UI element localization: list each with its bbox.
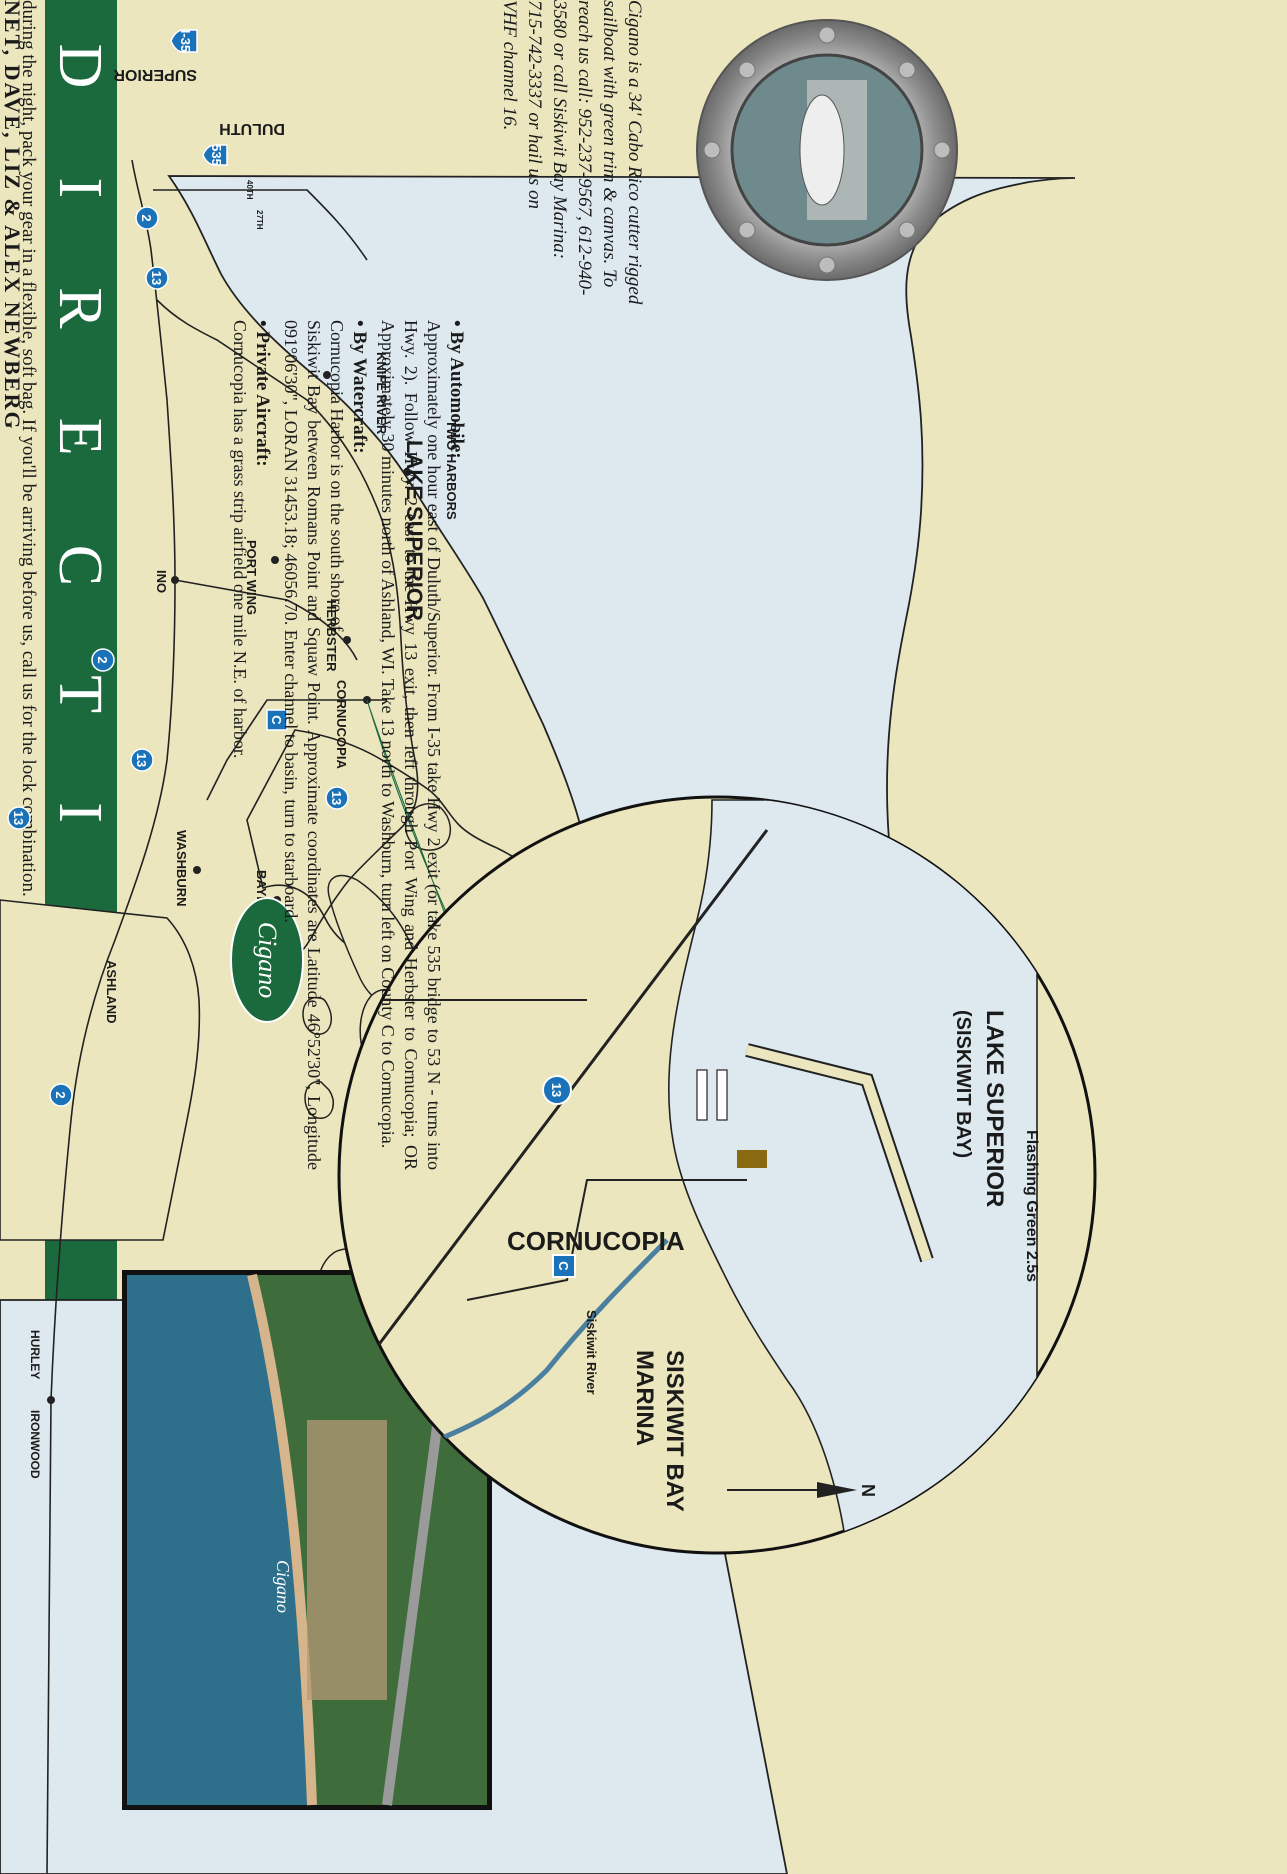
inset-river-label: Siskiwit River: [584, 1310, 599, 1395]
svg-text:13: 13: [329, 791, 344, 805]
svg-text:13: 13: [149, 271, 164, 285]
us2-shield-east: 2: [49, 1083, 73, 1107]
port-wing-label: PORT WING: [244, 540, 259, 615]
inset-lake-label: LAKE SUPERIOR: [981, 1010, 1008, 1207]
i535-shield: 535: [202, 144, 228, 166]
inset-town-label: CORNUCOPIA: [507, 1226, 685, 1256]
street-40th-label: 40TH: [245, 180, 254, 200]
north-label: N: [858, 1484, 878, 1497]
svg-text:I-35: I-35: [178, 30, 193, 52]
aerial-photo: Cigano: [122, 1270, 492, 1810]
ashland-label: ASHLAND: [104, 960, 119, 1024]
credits: NET, DAVE, LIZ & ALEX NEWBERG: [0, 0, 25, 431]
directions-block: • By Automobile: Approximately one hour …: [228, 320, 467, 1170]
harbor-inset: LAKE SUPERIOR (SISKIWIT BAY) Flashing Gr…: [337, 795, 1097, 1555]
auto-header: • By Automobile:: [446, 320, 467, 459]
knife-river-dot: [323, 371, 331, 379]
svg-text:13: 13: [549, 1083, 564, 1097]
svg-text:2: 2: [53, 1091, 68, 1098]
boat-info-line: Cigano is a 34' Cabo Rico cutter rigged: [624, 0, 645, 305]
air-text: Cornucopia has a grass strip airfield on…: [230, 320, 250, 759]
svg-text:535: 535: [209, 144, 224, 166]
north-arrow: N: [727, 1482, 878, 1498]
county-c-road: [206, 699, 387, 801]
two-harbors-label: TWO HARBORS: [444, 420, 459, 520]
aerial-boat-label: Cigano: [273, 1560, 293, 1613]
inset-water: [667, 799, 1038, 1551]
herbster-dot: [343, 636, 351, 644]
svg-text:13: 13: [11, 811, 26, 825]
i35-shield: I-35: [170, 29, 198, 53]
wi13-shield-west: 13: [145, 266, 169, 290]
svg-text:C: C: [556, 1261, 571, 1271]
street-27th-label: 27TH: [255, 210, 264, 230]
porthole-photo: [696, 19, 958, 281]
inset-bay-label: (SISKIWIT BAY): [952, 1010, 974, 1158]
auto-text: Approximately one hour east of Duluth/Su…: [378, 320, 444, 1170]
water-header: • By Watercraft:: [349, 320, 370, 454]
cornucopia-label: CORNUCOPIA: [334, 680, 349, 769]
washburn-label: WASHBURN: [174, 830, 189, 907]
port-wing-dot: [271, 556, 279, 564]
city-dots: [47, 371, 411, 1404]
inset-light-label: Flashing Green 2.5s: [1023, 1130, 1040, 1282]
county-c-shield: C: [266, 709, 288, 731]
map-labels: DULUTH SUPERIOR KNIFE RIVER TWO HARBORS …: [28, 66, 459, 1479]
route-shields: I-35 535 2 13 2 C: [7, 29, 349, 1107]
island: [304, 1080, 335, 1119]
boat-info: Cigano is a 34' Cabo Rico cutter rigged …: [497, 0, 647, 304]
river: [436, 1238, 669, 1443]
ino-label: INO: [154, 570, 169, 593]
svg-text:2: 2: [95, 656, 110, 663]
svg-text:C: C: [269, 715, 284, 725]
water-text-2: Siskiwit Bay between Romans Point and Sq…: [281, 320, 324, 1170]
wi13-shield-bayfield: 13: [325, 786, 349, 810]
duluth-label: DULUTH: [219, 120, 285, 137]
ironwood-label: IRONWOOD: [28, 1410, 42, 1479]
inset-c-shield: [552, 1254, 576, 1278]
road-13-inset: [339, 829, 769, 1401]
svg-text:13: 13: [134, 753, 149, 767]
local-road-2: [174, 579, 358, 661]
wi13-shield-ashland: 13: [7, 806, 31, 830]
cigano-badge: Cigano: [230, 897, 304, 1023]
svg-text:Cigano: Cigano: [253, 922, 282, 999]
inset-13-shield: [542, 1075, 572, 1105]
washburn-dot: [193, 866, 201, 874]
ino-dot: [171, 576, 179, 584]
herbster-label: HERBSTER: [324, 600, 339, 672]
hwy-2-road: [46, 159, 176, 1874]
hwy-13-road: [156, 299, 419, 971]
wi13-shield-washburn: 13: [130, 748, 154, 772]
us2-shield-ino: 2: [91, 648, 115, 672]
roads: [46, 159, 419, 1874]
us2-shield-west: 2: [135, 206, 159, 230]
channel: [466, 1179, 747, 1301]
svg-text:2: 2: [139, 214, 154, 221]
hurley-dot: [47, 1396, 55, 1404]
marina-docks: [696, 1069, 728, 1121]
knife-river-label: KNIFE RIVER: [374, 352, 389, 435]
local-road-1: [153, 189, 368, 261]
boat-info-line: 3580 or call Siskiwit Bay Marina:: [549, 0, 570, 260]
water-text: Cornucopia Harbor is on the south shore …: [327, 320, 347, 632]
chequamegon-shore: [0, 899, 201, 1241]
boat-info-line: sailboat with green trim & canvas. To: [599, 0, 620, 288]
two-harbors-dot: [403, 468, 411, 476]
boat-info-line: VHF channel 16.: [499, 0, 520, 131]
inset-marina-label-1: SISKIWIT BAY: [661, 1350, 688, 1512]
boat-info-line: reach us call: 952-237-9567, 612-940-: [574, 0, 595, 296]
marina-building: [737, 1150, 767, 1168]
superior-label: SUPERIOR: [113, 66, 197, 83]
lake-label: LAKE SUPERIOR: [402, 440, 427, 621]
boat-info-line: 715-742-3337 or hail us on: [524, 0, 545, 209]
air-header: • Private Aircraft:: [252, 320, 273, 467]
island: [302, 996, 333, 1035]
inset-marina-label-2: MARINA: [631, 1350, 658, 1446]
hurley-label: HURLEY: [28, 1330, 42, 1379]
breakwater-fill: [745, 1045, 932, 1262]
